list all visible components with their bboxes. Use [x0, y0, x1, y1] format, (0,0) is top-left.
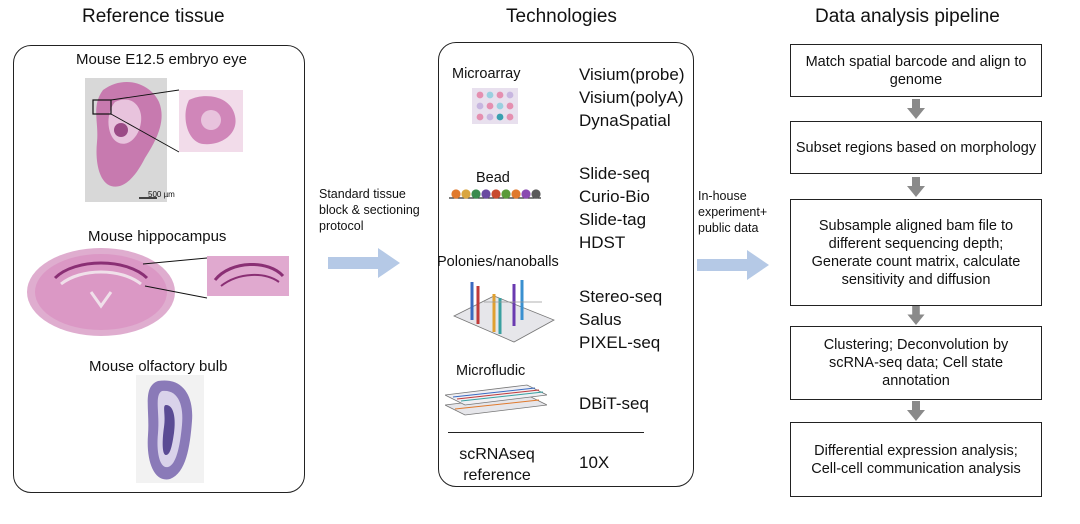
microfludic-icon [445, 384, 547, 416]
tissue-label-embryo-eye: Mouse E12.5 embryo eye [76, 51, 247, 68]
tech-item-dynaspatial: DynaSpatial [579, 111, 671, 130]
flow-arrow-data [697, 250, 769, 280]
tech-list-microarray: Visium(probe) Visium(polyA) DynaSpatial [579, 63, 685, 132]
down-arrow-2 [907, 177, 925, 197]
tech-category-microarray: Microarray [452, 66, 521, 82]
protocol-label: Standard tissue block & sectioning proto… [319, 187, 420, 233]
bead-icon [449, 189, 541, 199]
reference-tissue-title: Reference tissue [82, 6, 225, 27]
microarray-icon [472, 88, 518, 124]
pipeline-step-1: Match spatial barcode and align to genom… [790, 44, 1042, 97]
pipeline-step-2: Subset regions based on morphology [790, 121, 1042, 174]
olfactory-bulb-image [136, 375, 204, 483]
tech-category-bead: Bead [476, 170, 510, 186]
down-arrow-1 [907, 99, 925, 119]
down-arrow-4 [907, 401, 925, 421]
tissue-label-olfactory-bulb: Mouse olfactory bulb [89, 358, 228, 375]
polonies-icon [453, 280, 555, 343]
technologies-divider [448, 432, 644, 434]
reference-label-line1: scRNAseq [459, 446, 535, 463]
scale-bar-label: 500 µm [148, 190, 175, 199]
data-source-label: In-house experiment+ public data [698, 189, 768, 235]
embryo-eye-image [85, 78, 243, 202]
tech-item-salus: Salus [579, 310, 622, 329]
pipeline-step-4: Clustering; Deconvolution by scRNA-seq d… [790, 326, 1042, 400]
tech-item-pixel-seq: PIXEL-seq [579, 333, 661, 352]
tech-list-polonies: Stereo-seq Salus PIXEL-seq [579, 285, 662, 354]
down-arrow-3 [907, 306, 925, 325]
tech-list-bead: Slide-seq Curio-Bio Slide-tag HDST [579, 162, 650, 254]
flow-arrow-protocol [328, 248, 400, 278]
technologies-title: Technologies [506, 6, 617, 27]
tech-item-curio-bio: Curio-Bio [579, 187, 650, 206]
tech-category-polonies: Polonies/nanoballs [437, 254, 559, 270]
reference-label-line2: reference [463, 467, 531, 484]
tech-item-dbit-seq: DBiT-seq [579, 394, 649, 413]
tech-item-visium-polya: Visium(polyA) [579, 88, 684, 107]
tech-category-microfludic: Microfludic [456, 363, 526, 379]
tech-item-slide-seq: Slide-seq [579, 164, 650, 183]
tech-item-slide-tag: Slide-tag [579, 210, 647, 229]
tech-item-hdst: HDST [579, 233, 626, 252]
pipeline-title: Data analysis pipeline [815, 6, 1000, 27]
scrnaseq-reference-label: scRNAseq reference [452, 444, 542, 486]
tech-item-visium-probe: Visium(probe) [579, 65, 685, 84]
pipeline-step-3: Subsample aligned bam file to different … [790, 199, 1042, 306]
tech-item-stereo-seq: Stereo-seq [579, 287, 663, 306]
tech-item-10x: 10X [579, 453, 610, 472]
hippocampus-image [27, 248, 289, 336]
tech-list-microfludic: DBiT-seq [579, 392, 649, 415]
pipeline-step-5: Differential expression analysis; Cell-c… [790, 422, 1042, 497]
tissue-label-hippocampus: Mouse hippocampus [88, 228, 227, 245]
